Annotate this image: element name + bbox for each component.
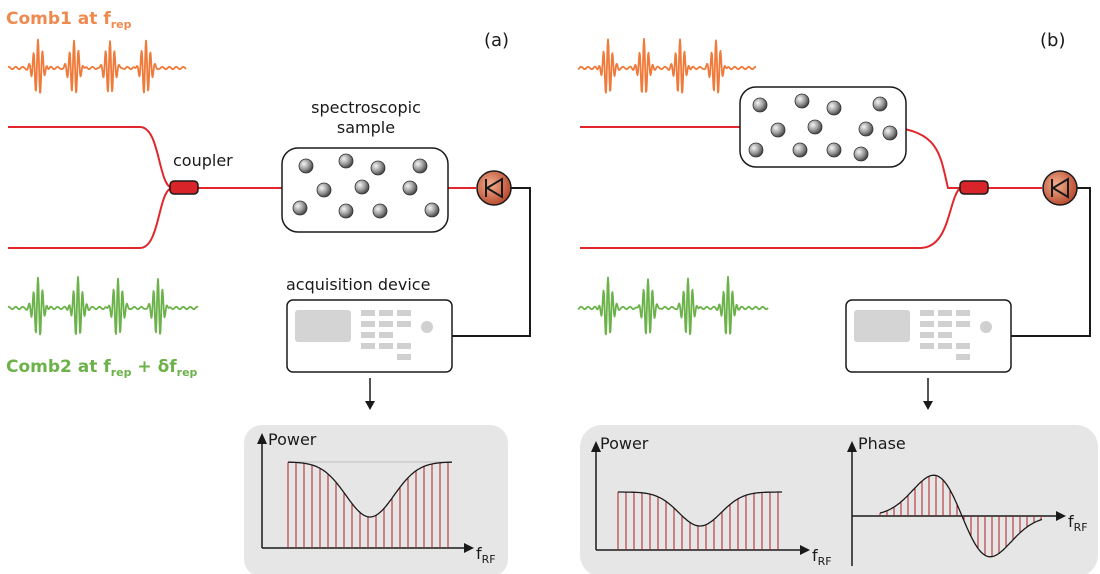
panel-b: (b) Powe — [577, 30, 1098, 574]
frf-axis-label-b2: fRF — [1068, 512, 1088, 534]
particle — [752, 97, 768, 113]
detector-cable — [452, 187, 531, 337]
comb2-label: Comb2 at frep + δfrep — [6, 357, 198, 379]
photodiode-icon — [476, 170, 512, 206]
comb2-pulse-train — [7, 276, 199, 336]
particle — [412, 158, 428, 174]
particle — [748, 142, 764, 158]
particle — [807, 119, 823, 135]
panel-a-label: (a) — [484, 30, 509, 51]
particle — [372, 203, 388, 219]
acquisition-label: acquisition device — [286, 275, 430, 294]
particle — [792, 142, 808, 158]
particle — [872, 96, 888, 112]
particle — [853, 146, 869, 162]
pulse-waveform — [577, 37, 757, 94]
frf-axis-label-a: fRF — [476, 544, 496, 566]
spectroscopic-sample-b — [739, 86, 907, 168]
comb1-pulse-train-b — [577, 37, 757, 94]
particle — [338, 203, 354, 219]
power-spectrum-a — [287, 461, 452, 548]
particle — [370, 160, 386, 176]
oscilloscope-icon-b — [845, 299, 1012, 373]
comb1-pulse-train — [7, 38, 187, 94]
particle — [354, 179, 370, 195]
oscilloscope-icon — [286, 299, 453, 373]
particle — [858, 121, 874, 137]
power-envelope — [618, 491, 782, 527]
spectrum-box-b — [580, 425, 1098, 574]
particles-icon — [292, 153, 440, 219]
particle — [770, 122, 786, 138]
particle — [402, 180, 418, 196]
coupler-b — [959, 180, 989, 195]
particles-icon-b — [748, 93, 898, 162]
pulse-waveform — [7, 276, 199, 336]
phase-axis-label: Phase — [858, 434, 906, 453]
frf-axis-label-b1: fRF — [812, 546, 832, 568]
sample-label-line2: sample — [337, 118, 395, 137]
particle — [794, 93, 810, 109]
power-spectrum-b — [617, 491, 782, 550]
particle — [826, 142, 842, 158]
fiber-comb2 — [8, 187, 173, 249]
fiber-comb2-b — [580, 187, 961, 249]
phase-spectrum-b — [879, 474, 1043, 558]
coupler-label: coupler — [173, 151, 233, 170]
pulse-waveform — [577, 275, 769, 336]
photodiode-icon-b — [1042, 170, 1078, 206]
particle — [882, 125, 898, 141]
particle — [424, 202, 440, 218]
particle — [826, 100, 842, 116]
coupler — [169, 180, 199, 195]
power-envelope — [288, 461, 452, 518]
fiber-comb1 — [8, 126, 173, 189]
particle — [298, 158, 314, 174]
particle — [338, 153, 354, 169]
comb2-pulse-train-b — [577, 275, 769, 336]
power-axis-label-a: Power — [268, 430, 317, 449]
panel-a: Comb1 at frep (a) coupler spectroscopic … — [6, 9, 531, 574]
phase-envelope — [879, 474, 1043, 558]
particle — [316, 182, 332, 198]
panel-b-label: (b) — [1040, 30, 1065, 51]
comb1-label: Comb1 at frep — [6, 9, 132, 31]
sample-label-line1: spectroscopic — [311, 98, 421, 117]
particle — [292, 200, 308, 216]
power-axis-label-b: Power — [600, 434, 649, 453]
pulse-waveform — [7, 38, 187, 94]
detector-cable-b — [1010, 187, 1091, 337]
